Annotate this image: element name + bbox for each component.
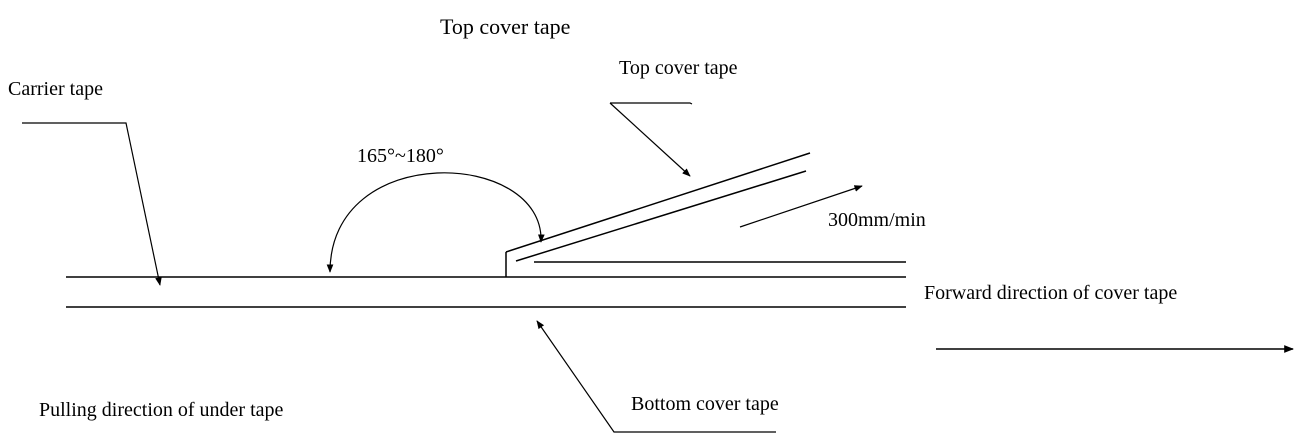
angle-label: 165°~180° (357, 145, 444, 167)
forward-direction-label: Forward direction of cover tape (924, 282, 1177, 304)
angle-arc (326, 172, 545, 273)
pulling-direction-label: Pulling direction of under tape (39, 399, 284, 421)
top-cover-tape-arrow (609, 102, 691, 177)
top-cover-tape-label: Top cover tape (619, 57, 738, 79)
top-cover-tape-lower (515, 170, 807, 262)
carrier-tape-leader (22, 122, 162, 286)
carrier-tape-label: Carrier tape (8, 78, 103, 100)
speed-arrow (739, 185, 863, 228)
top-cover-tape-upper (505, 152, 811, 253)
bottom-cover-tape-leader (536, 320, 776, 433)
bottom-cover-tape-label: Bottom cover tape (631, 393, 779, 415)
diagram-title: Top cover tape (440, 14, 570, 39)
speed-label: 300mm/min (828, 209, 926, 231)
top-cover-tape-leader (610, 102, 693, 105)
